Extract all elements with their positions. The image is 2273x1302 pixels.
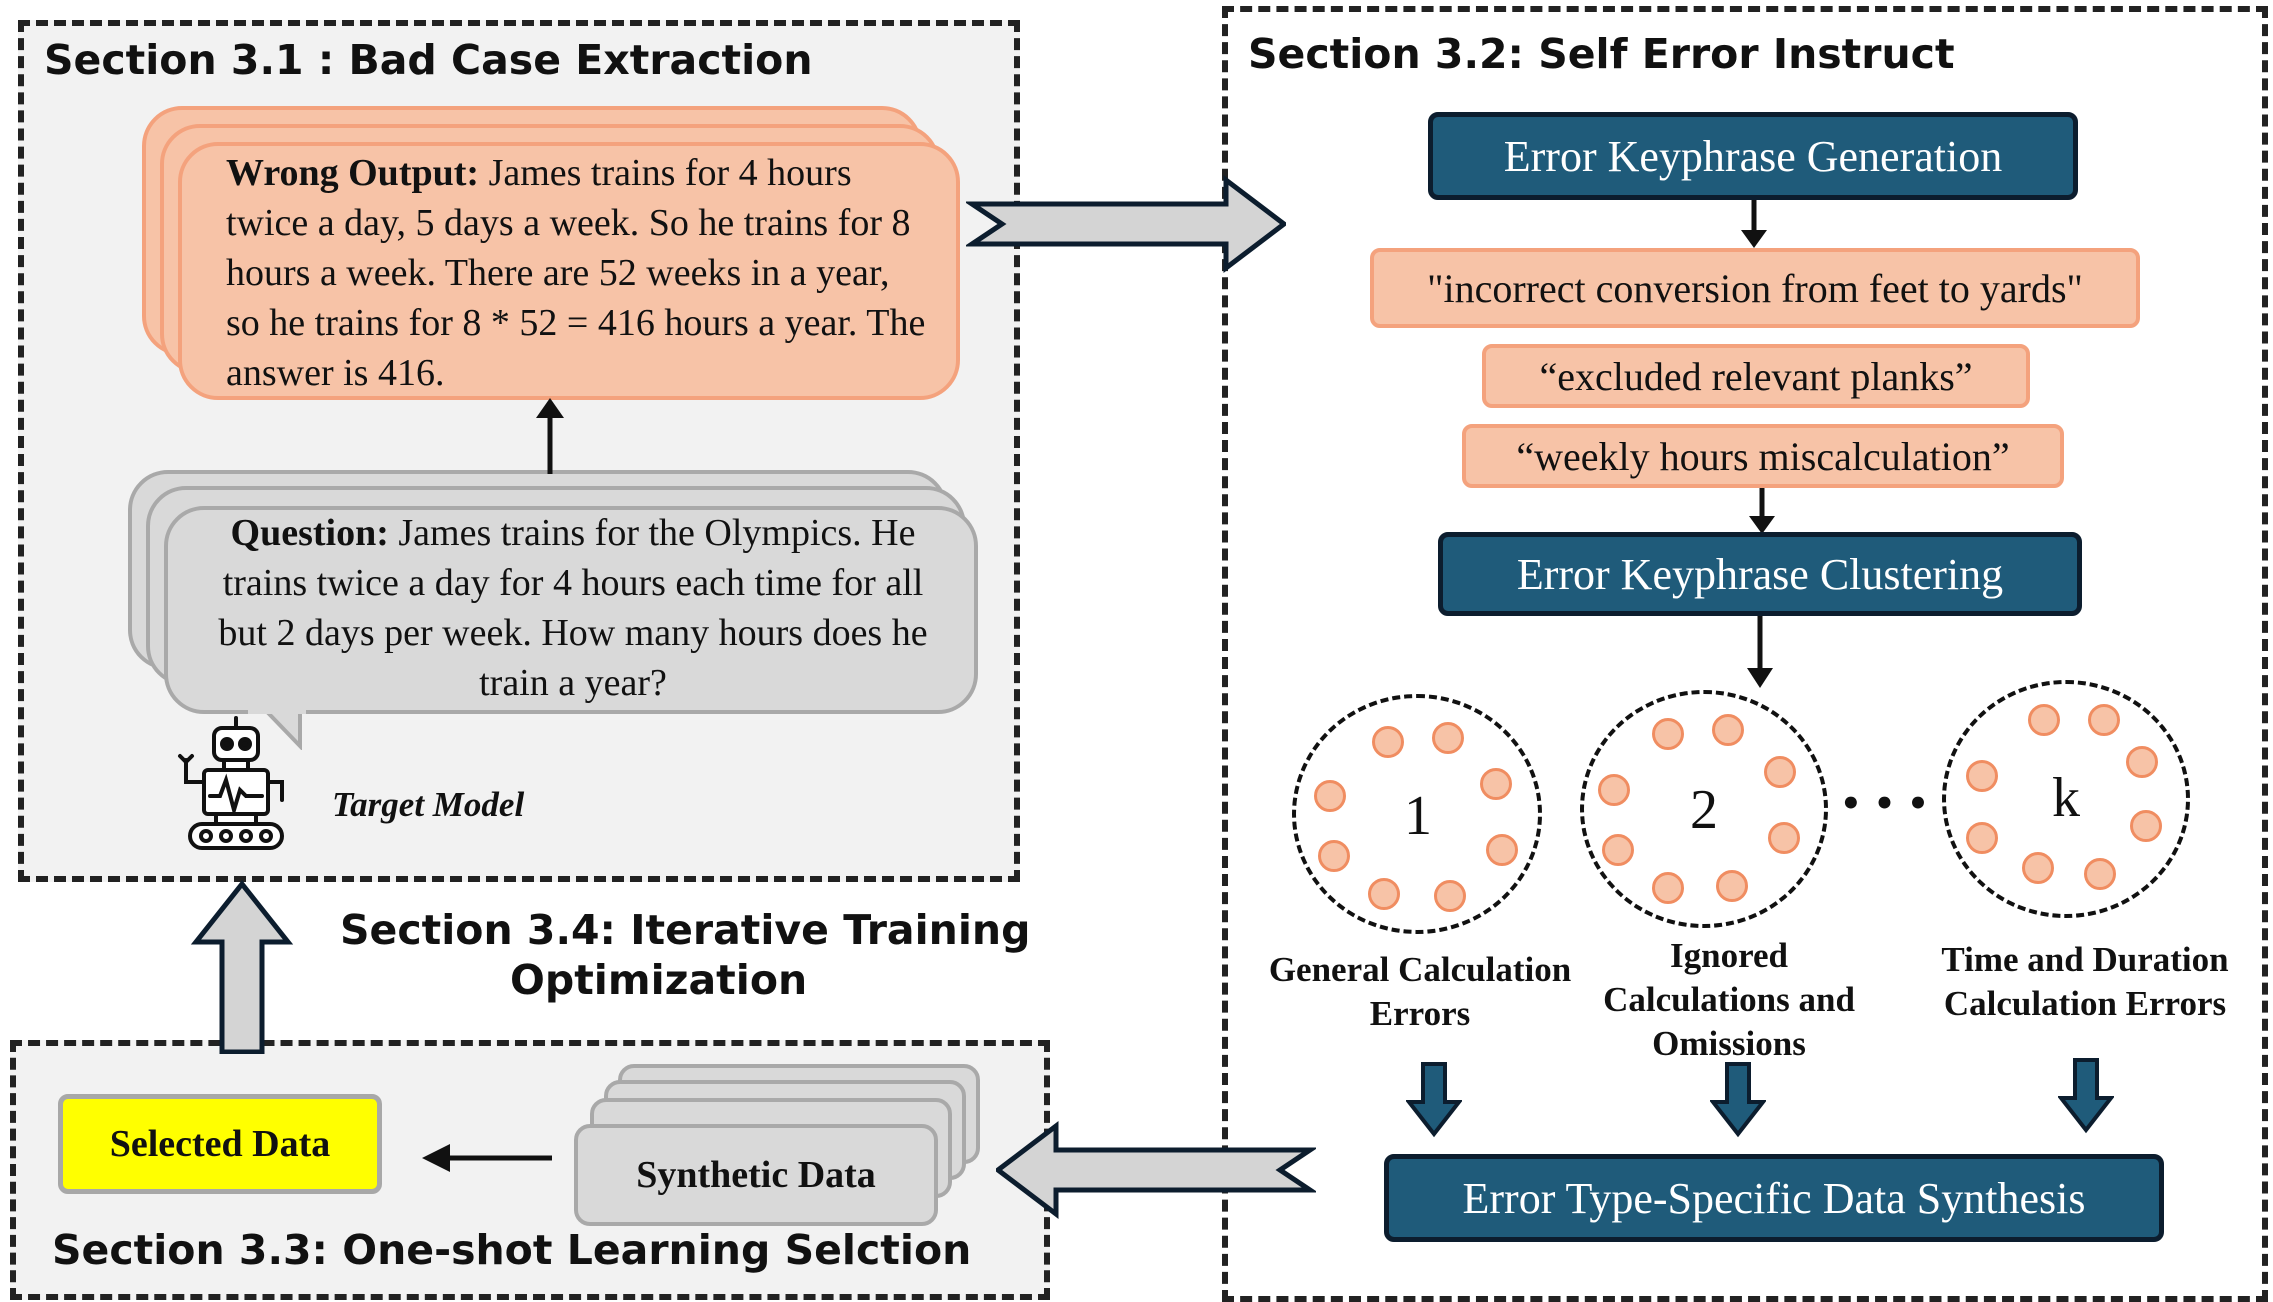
keyphrase-3: “weekly hours miscalculation” [1462, 424, 2064, 488]
cluster-k-point [2028, 704, 2060, 736]
arrow-cluster-1-down [1406, 1062, 1462, 1138]
cluster-1-label: General Calculation Errors [1268, 950, 1572, 1033]
arrow-cluster-k-down [2058, 1058, 2114, 1134]
cluster-k-point [2088, 704, 2120, 736]
arrow-selection-to-target-model [190, 880, 294, 1054]
arrow-synthesis-to-selection [996, 1120, 1316, 1220]
cluster-2-point [1598, 774, 1630, 806]
section-3-4-title-line-2: Optimization [510, 956, 808, 1004]
cluster-1-point [1486, 834, 1518, 866]
error-keyphrase-clustering-box: Error Keyphrase Clustering [1438, 532, 2082, 616]
cluster-2-point [1768, 822, 1800, 854]
cluster-2-point [1652, 718, 1684, 750]
question-bubble-tail-cover [248, 700, 306, 714]
cluster-k-point [1966, 760, 1998, 792]
keyphrase-2: “excluded relevant planks” [1482, 344, 2030, 408]
question-text: Question: James trains for the Olympics.… [196, 508, 950, 708]
keyphrase-1: "incorrect conversion from feet to yards… [1370, 248, 2140, 328]
cluster-2: 2 [1580, 690, 1828, 928]
robot-icon [178, 716, 284, 850]
cluster-k-point [2130, 810, 2162, 842]
cluster-k-point [2126, 746, 2158, 778]
cluster-1-point [1368, 878, 1400, 910]
cluster-ellipsis: • • • [1840, 784, 1929, 824]
cluster-k-point [2022, 852, 2054, 884]
cluster-2-point [1716, 870, 1748, 902]
cluster-2-point [1712, 714, 1744, 746]
arrow-clustering-to-clusters [1747, 616, 1773, 688]
cluster-2-point [1652, 872, 1684, 904]
cluster-1-number: 1 [1404, 785, 1432, 847]
cluster-k-letter: k [2052, 767, 2080, 829]
cluster-1-point [1480, 768, 1512, 800]
cluster-2-point [1602, 834, 1634, 866]
wrong-output-label: Wrong Output: [226, 152, 480, 194]
cluster-k-label: Time and Duration Calculation Errors [1941, 940, 2229, 1023]
arrow-synthetic-to-selected [422, 1144, 552, 1172]
wrong-output-text: Wrong Output: James trains for 4 hours t… [226, 148, 926, 398]
section-3-2-title: Section 3.2: Self Error Instruct [1248, 30, 1955, 78]
cluster-1-point [1314, 780, 1346, 812]
error-keyphrase-generation-box: Error Keyphrase Generation [1428, 112, 2078, 200]
cluster-2-number: 2 [1690, 779, 1718, 841]
wrong-output-bubble [178, 142, 960, 400]
cluster-1-point [1432, 722, 1464, 754]
wrong-output-body: James trains for 4 hours twice a day, 5 … [226, 152, 926, 394]
arrow-question-to-output [536, 398, 564, 474]
arrow-bad-case-to-self-instruct [966, 174, 1286, 274]
cluster-2-point [1764, 756, 1796, 788]
cluster-1-point [1434, 880, 1466, 912]
arrow-cluster-2-down [1710, 1062, 1766, 1138]
section-3-1-title: Section 3.1 : Bad Case Extraction [44, 36, 813, 84]
section-3-3-title: Section 3.3: One-shot Learning Selction [52, 1226, 972, 1274]
arrow-phrases-to-clustering [1749, 488, 1775, 534]
cluster-k-point [1966, 822, 1998, 854]
cluster-1-point [1318, 840, 1350, 872]
cluster-2-label: Ignored Calculations and Omissions [1603, 936, 1855, 1063]
cluster-k: k [1942, 680, 2190, 918]
question-body: James trains for the Olympics. He trains… [218, 512, 928, 704]
target-model-label: Target Model [332, 785, 525, 824]
error-type-specific-data-synthesis-box: Error Type-Specific Data Synthesis [1384, 1154, 2164, 1242]
selected-data-box: Selected Data [58, 1094, 382, 1194]
selected-data-label: Selected Data [109, 1123, 331, 1165]
question-label: Question: [230, 512, 389, 554]
cluster-1: 1 [1292, 694, 1542, 934]
cluster-1-point [1372, 726, 1404, 758]
synthetic-data-box: Synthetic Data [574, 1124, 938, 1226]
question-bubble [164, 506, 978, 714]
cluster-k-point [2084, 858, 2116, 890]
arrow-generation-to-phrases [1741, 200, 1767, 248]
section-3-4-title-line-1: Section 3.4: Iterative Training [340, 906, 1031, 954]
synthetic-data-label: Synthetic Data [636, 1154, 876, 1196]
